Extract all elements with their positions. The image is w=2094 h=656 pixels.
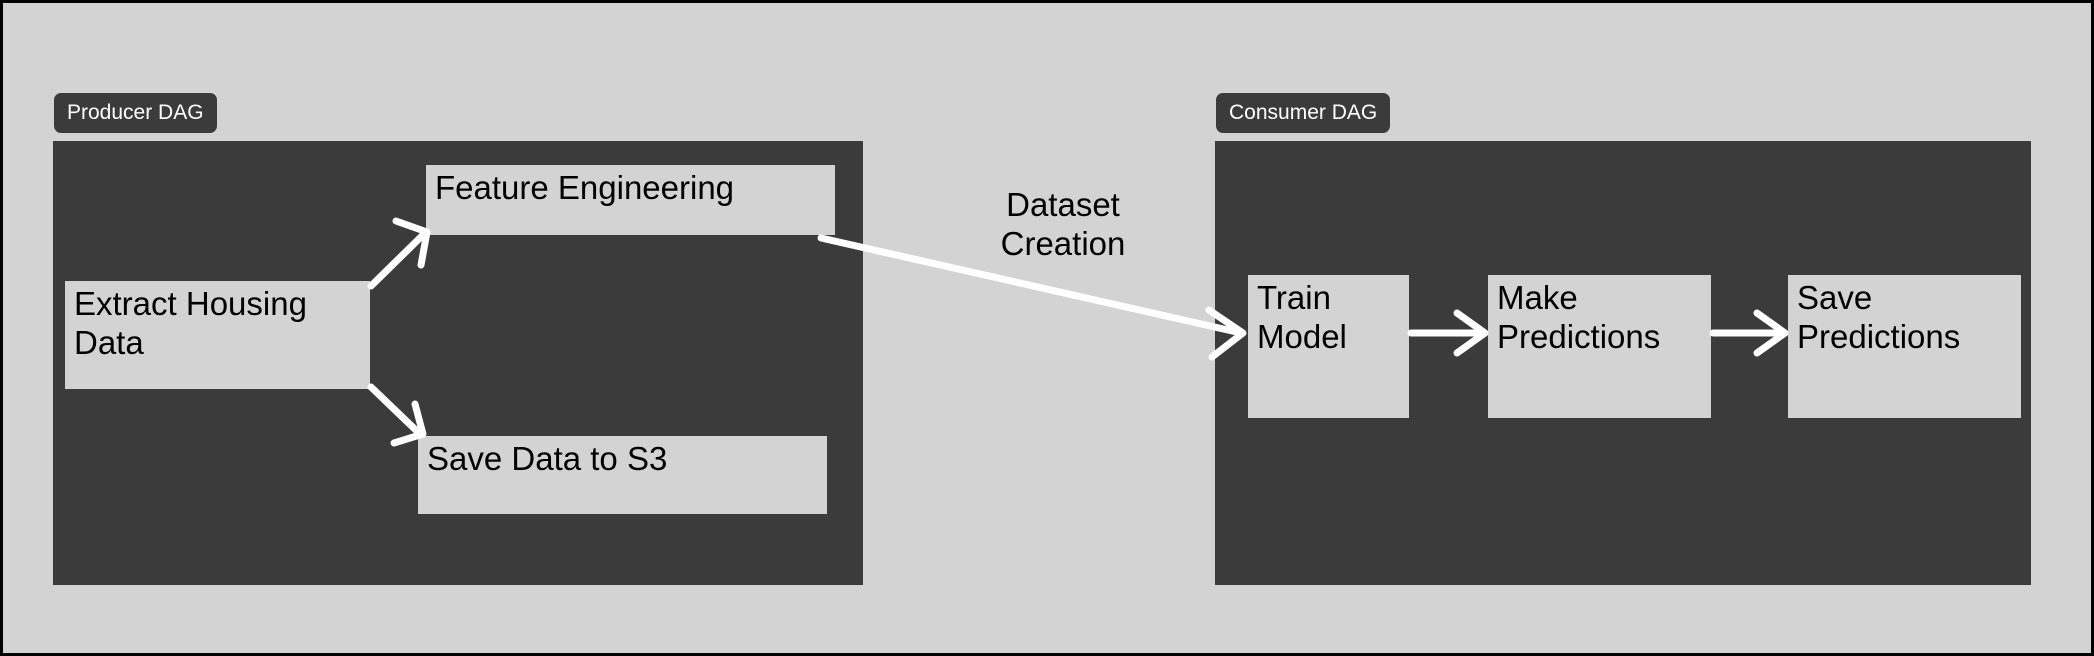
task-node-train-model[interactable]: Train Model [1248, 275, 1409, 418]
task-node-extract-housing-data[interactable]: Extract Housing Data [65, 281, 370, 389]
task-node-save-predictions[interactable]: Save Predictions [1788, 275, 2021, 418]
consumer-dag-label: Consumer DAG [1216, 93, 1391, 133]
edge-label-dataset-creation: Dataset Creation [1000, 186, 1126, 262]
task-node-save-data-to-s3[interactable]: Save Data to S3 [418, 436, 827, 514]
task-node-feature-engineering[interactable]: Feature Engineering [426, 165, 835, 235]
task-node-make-predictions[interactable]: Make Predictions [1488, 275, 1711, 418]
producer-dag-label: Producer DAG [54, 93, 217, 133]
